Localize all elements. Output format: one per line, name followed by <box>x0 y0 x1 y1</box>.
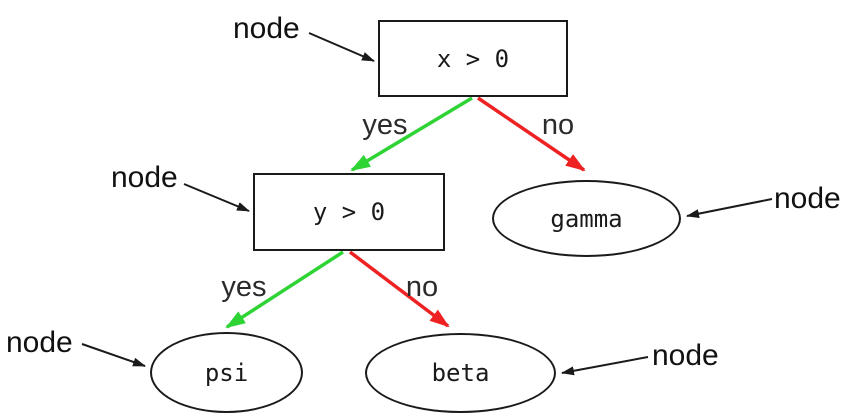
edge-root-yes <box>350 96 473 172</box>
annotation-label-beta: node <box>652 339 719 372</box>
edge-label-no-2: no <box>405 271 439 303</box>
annotation-arrow-root <box>308 32 375 62</box>
annotation-arrow-gamma <box>686 198 773 219</box>
node-root-label: x > 0 <box>436 44 510 73</box>
node-gamma-ellipse: gamma <box>492 180 681 257</box>
annotation-label-root: node <box>233 12 300 45</box>
annotation-label-psi: node <box>6 326 73 359</box>
edge-label-no-1: no <box>541 109 575 141</box>
edge-internal-yes <box>225 250 344 329</box>
annotation-arrow-beta <box>561 356 649 376</box>
node-psi-ellipse: psi <box>150 332 303 413</box>
node-psi-label: psi <box>204 358 249 387</box>
node-beta-label: beta <box>431 359 490 387</box>
edge-root-no <box>477 96 586 172</box>
edge-label-yes-2: yes <box>221 271 267 303</box>
node-internal-rect: y > 0 <box>253 173 445 251</box>
edge-label-yes-1: yes <box>362 109 408 141</box>
node-gamma-label: gamma <box>550 204 623 233</box>
node-internal-label: y > 0 <box>312 198 386 226</box>
annotation-arrow-psi <box>81 343 146 367</box>
edge-internal-no <box>348 250 450 328</box>
annotation-label-gamma: node <box>774 182 841 215</box>
annotation-label-internal: node <box>111 161 178 194</box>
annotation-arrow-internal <box>183 183 250 212</box>
node-beta-ellipse: beta <box>365 333 556 413</box>
node-root-rect: x > 0 <box>378 20 568 97</box>
